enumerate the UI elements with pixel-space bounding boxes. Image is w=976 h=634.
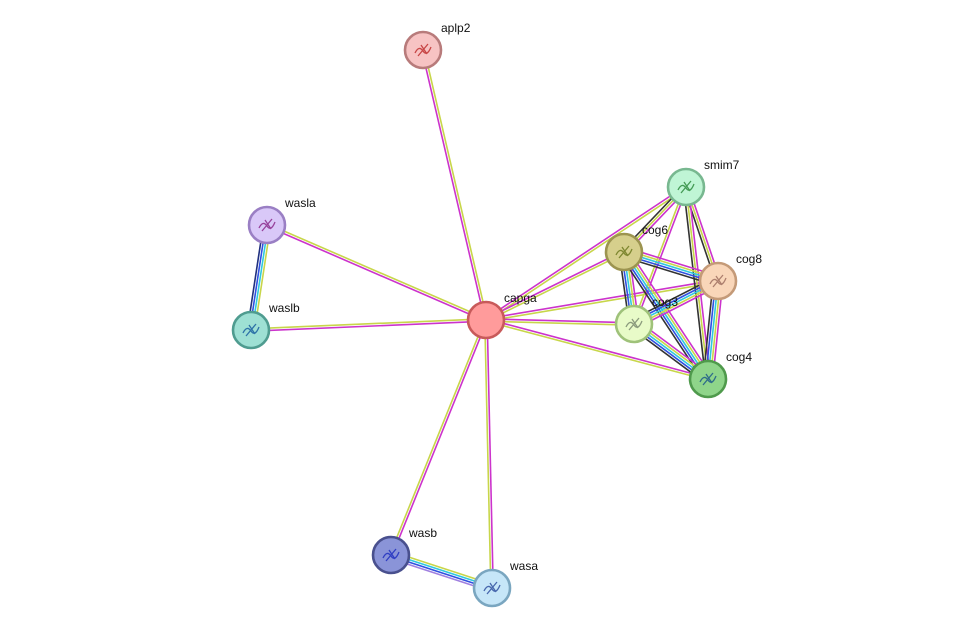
edge-line-magenta xyxy=(627,248,713,377)
node-label: cog8 xyxy=(736,252,762,266)
node-aplp2[interactable]: aplp2 xyxy=(403,21,471,70)
node-wasb[interactable]: wasb xyxy=(371,526,437,575)
node-smim7[interactable]: smim7 xyxy=(666,158,740,207)
edge-line-cyan xyxy=(623,251,709,380)
edge-line-yellowgreen xyxy=(250,318,486,330)
edge-smim7-cog3[interactable] xyxy=(632,186,688,325)
protein-structure-icon xyxy=(258,218,276,232)
node-circle xyxy=(466,300,506,340)
edge-line-yellowgreen xyxy=(625,250,711,379)
node-capga[interactable]: capga xyxy=(466,291,537,340)
protein-structure-icon xyxy=(615,245,633,259)
edge-line-magenta xyxy=(251,320,487,332)
edge-capga-smim7[interactable] xyxy=(484,185,688,322)
protein-structure-icon xyxy=(483,581,501,595)
node-label: waslb xyxy=(268,301,300,315)
edge-line-yellowgreen xyxy=(485,320,708,381)
node-label: wasa xyxy=(509,559,538,573)
node-waslb[interactable]: waslb xyxy=(231,301,300,350)
node-label: cog4 xyxy=(726,350,752,364)
edge-line-magenta xyxy=(486,319,494,588)
protein-structure-icon xyxy=(677,180,695,194)
edge-line-yellowgreen xyxy=(485,320,634,326)
protein-structure-icon xyxy=(709,274,727,288)
node-label: wasla xyxy=(284,196,316,210)
protein-structure-icon xyxy=(382,548,400,562)
edge-capga-waslb[interactable] xyxy=(250,318,487,332)
protein-structure-icon xyxy=(242,323,260,337)
node-label: cog3 xyxy=(652,295,678,309)
nodes-layer: aplp2 smim7 wasla cog6 cog8 waslb capga cog3 cog… xyxy=(231,21,762,608)
edge-line-yellowgreen xyxy=(486,252,625,322)
edge-line-yellowgreen xyxy=(423,49,488,320)
protein-structure-icon xyxy=(414,43,432,57)
edge-capga-wasa[interactable] xyxy=(484,319,494,589)
node-cog4[interactable]: cog4 xyxy=(688,350,752,399)
protein-structure-icon xyxy=(625,317,643,331)
node-label: capga xyxy=(504,291,537,305)
node-wasla[interactable]: wasla xyxy=(247,196,316,245)
node-label: cog6 xyxy=(642,223,668,237)
node-cog3[interactable]: cog3 xyxy=(614,295,678,344)
edge-capga-aplp2[interactable] xyxy=(421,49,488,321)
node-label: smim7 xyxy=(704,158,740,172)
edge-capga-cog4[interactable] xyxy=(485,318,709,381)
edge-line-magenta xyxy=(486,318,709,379)
edge-line-magenta xyxy=(486,318,635,324)
edge-line-magenta xyxy=(391,320,488,556)
node-cog6[interactable]: cog6 xyxy=(604,223,668,272)
edge-capga-cog3[interactable] xyxy=(485,318,635,326)
edge-line-yellowgreen xyxy=(389,319,486,555)
edge-capga-wasb[interactable] xyxy=(389,319,488,556)
edge-capga-cog6[interactable] xyxy=(485,250,625,322)
edge-line-yellowgreen xyxy=(484,320,492,589)
edge-line-magenta xyxy=(485,279,718,320)
edge-capga-wasla[interactable] xyxy=(266,223,487,322)
edge-capga-cog8[interactable] xyxy=(485,279,719,322)
edge-line-magenta xyxy=(484,185,686,320)
node-label: aplp2 xyxy=(441,21,471,35)
edge-line-blue xyxy=(621,252,707,381)
edge-line-magenta xyxy=(634,187,688,325)
node-cog8[interactable]: cog8 xyxy=(698,252,762,301)
edge-line-magenta xyxy=(266,225,486,322)
edge-line-magenta xyxy=(485,250,624,320)
edge-line-yellowgreen xyxy=(486,281,719,322)
node-label: wasb xyxy=(408,526,437,540)
edge-line-yellowgreen xyxy=(632,186,686,324)
edge-line-yellowgreen xyxy=(685,186,709,380)
node-wasa[interactable]: wasa xyxy=(472,559,538,608)
edge-line-magenta xyxy=(421,50,486,321)
protein-structure-icon xyxy=(699,372,717,386)
edge-line-black xyxy=(682,187,707,380)
edge-line-yellowgreen xyxy=(486,187,688,322)
edge-line-yellowgreen xyxy=(267,223,487,320)
